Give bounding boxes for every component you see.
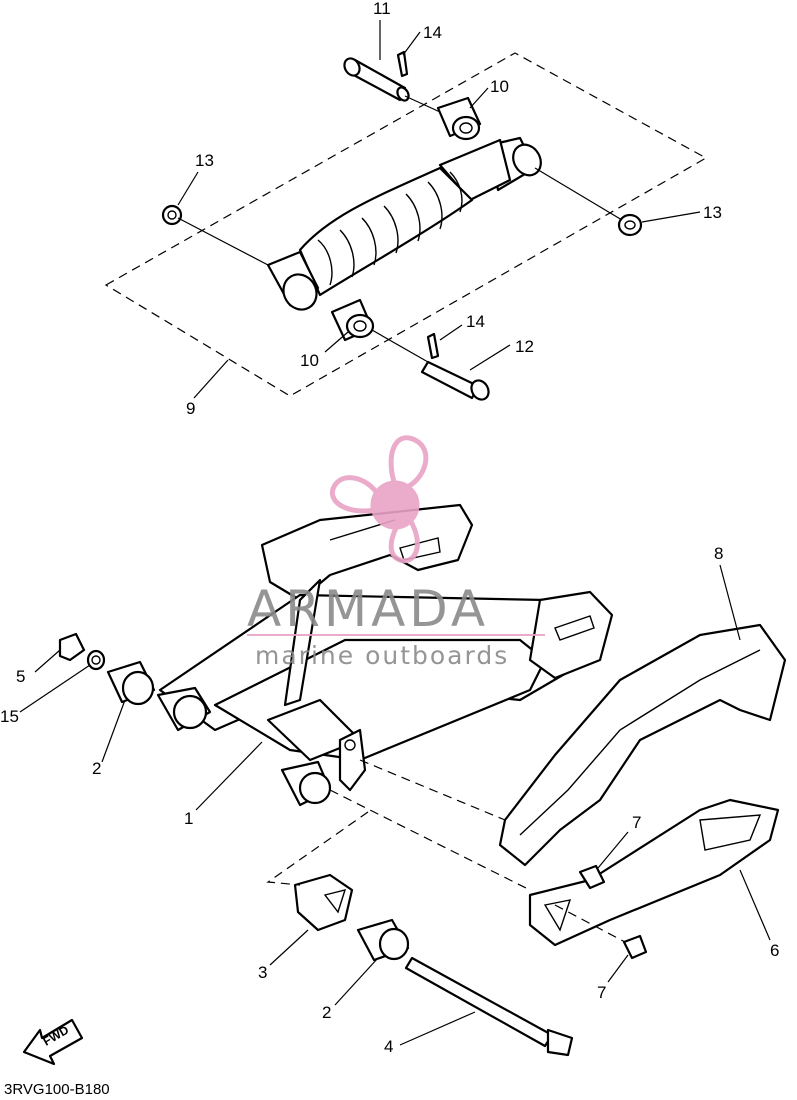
nut xyxy=(58,632,86,662)
washer-left xyxy=(161,204,183,226)
callout-shock-assembly: 9 xyxy=(186,399,195,418)
chain-guard-lower xyxy=(528,798,780,947)
callout-cotter-pin-lower: 14 xyxy=(466,312,485,331)
callout-shock-bushing-upper: 10 xyxy=(490,77,509,96)
bolt-lower xyxy=(622,934,648,960)
callout-bolt-lower: 7 xyxy=(597,983,606,1002)
callout-washer-right: 13 xyxy=(703,203,722,222)
watermark-tagline: marine outboards xyxy=(255,641,509,670)
callout-bushing-front: 2 xyxy=(92,759,101,778)
callout-nut: 5 xyxy=(16,667,25,686)
swingarm-group xyxy=(156,503,614,807)
bolt-upper xyxy=(578,864,606,890)
callout-bushing-rear: 2 xyxy=(322,1003,331,1022)
cotter-pin-upper xyxy=(396,50,409,78)
shock-bushing-lower xyxy=(330,298,375,342)
callout-chain-case: 8 xyxy=(714,544,723,563)
forward-arrow-icon: FWD xyxy=(22,1018,84,1066)
callout-shock-bushing-lower: 10 xyxy=(300,351,319,370)
shock-mount-tab xyxy=(338,728,367,792)
pivot-shaft xyxy=(404,956,574,1057)
callout-chain-guard-lower: 6 xyxy=(770,941,779,960)
bushing-front xyxy=(106,660,156,706)
callout-pin-upper: 11 xyxy=(373,0,391,18)
callout-labels: 11 14 10 13 13 14 12 10 9 8 5 15 2 1 7 6… xyxy=(0,0,779,1056)
watermark-brand: ARMADA xyxy=(247,580,489,638)
callout-pin-lower: 12 xyxy=(515,337,534,356)
chain-case xyxy=(498,623,787,867)
collar xyxy=(293,873,354,932)
callout-washer-pivot: 15 xyxy=(0,707,19,726)
callout-collar: 3 xyxy=(258,963,267,982)
callout-swingarm: 1 xyxy=(184,809,193,828)
callout-bolt-upper: 7 xyxy=(632,813,641,832)
swingarm-axle-plate xyxy=(528,590,614,680)
shock-bushing-upper xyxy=(436,96,482,141)
washer-right xyxy=(617,213,643,237)
shock-assembly-group xyxy=(104,50,708,401)
armada-watermark: ARMADA marine outboards xyxy=(247,435,545,670)
bushing-rear xyxy=(356,918,410,962)
callout-pivot-shaft: 4 xyxy=(384,1037,393,1056)
leader-lines xyxy=(19,20,771,1046)
callout-cotter-pin-upper: 14 xyxy=(423,23,442,42)
cotter-pin-lower xyxy=(426,332,440,360)
washer-pivot xyxy=(86,649,106,671)
diagram-part-code: 3RVG100-B180 xyxy=(4,1081,110,1098)
pin-upper xyxy=(343,57,410,102)
propeller-logo-icon xyxy=(330,435,429,564)
shock-absorber xyxy=(266,136,542,311)
callout-washer-left: 13 xyxy=(195,151,214,170)
pin-lower xyxy=(420,360,490,401)
